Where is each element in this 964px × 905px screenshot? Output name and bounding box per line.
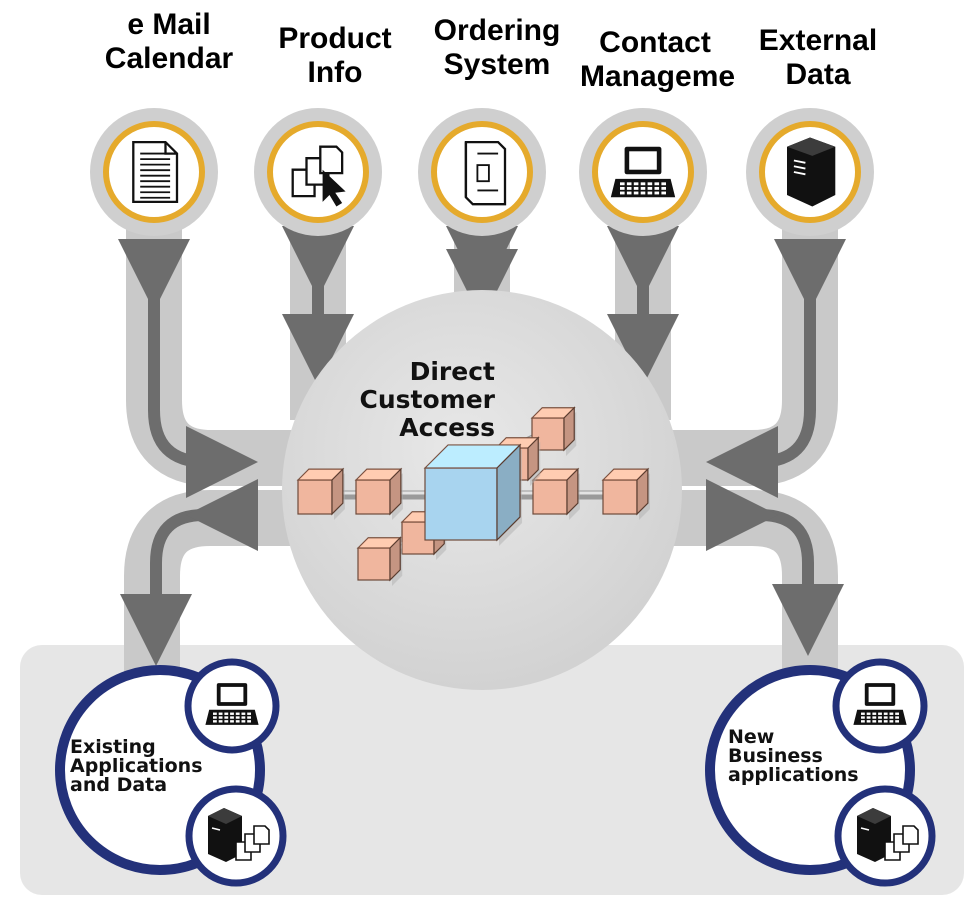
- source-label-line: e Mail: [127, 8, 211, 41]
- group-label-line: Existing: [70, 736, 156, 758]
- arrow-new: [706, 479, 844, 656]
- existing-laptop-badge: [184, 658, 280, 754]
- laptop-icon: [853, 683, 907, 725]
- server-documents-icon: [857, 808, 919, 862]
- connector-email: [126, 210, 300, 486]
- source-node: [90, 108, 218, 236]
- arrow-existing: [120, 479, 258, 666]
- server-icon: [464, 140, 507, 206]
- source-label-line: Ordering: [433, 14, 561, 47]
- source-label-contact: Contact Management: [576, 26, 734, 94]
- group-label-line: and Data: [70, 774, 168, 796]
- network: [296, 406, 650, 586]
- network-node-cube: [531, 467, 580, 520]
- source-label-line: Product: [278, 22, 392, 55]
- network-node-cube: [296, 467, 345, 520]
- documents-cursor-icon: [291, 145, 346, 207]
- hub-title-line: Access: [399, 413, 495, 442]
- arrow-email: [118, 239, 258, 498]
- network-node-cube: [354, 467, 403, 520]
- arrow-external: [706, 239, 846, 498]
- network-node-cube: [601, 467, 650, 520]
- network-node-cube: [356, 536, 403, 586]
- source-node: [579, 108, 707, 236]
- source-label-email: e Mail Calendar: [84, 8, 254, 76]
- source-label-line: Data: [785, 58, 851, 91]
- connector-external: [665, 210, 838, 486]
- source-label-line: Management: [580, 60, 734, 93]
- hub-title: Direct Customer Access: [330, 357, 496, 442]
- server-documents-icon: [208, 808, 270, 862]
- laptop-icon: [610, 146, 676, 198]
- source-node: [418, 108, 546, 236]
- source-label-line: External: [758, 24, 878, 57]
- new-group-label: New Business applications: [728, 728, 859, 785]
- new-laptop-badge: [832, 658, 928, 754]
- group-label-line: Applications: [70, 755, 203, 777]
- network-hub-cube: [423, 443, 523, 546]
- group-label-line: Business: [728, 745, 823, 767]
- black-server-icon: [787, 137, 836, 207]
- group-label-line: New: [728, 726, 775, 748]
- document-icon: [132, 140, 179, 204]
- source-node: [746, 108, 874, 236]
- group-label-line: applications: [728, 764, 859, 786]
- source-label-ordering: Ordering System: [412, 14, 582, 82]
- hub-title-line: Customer: [359, 385, 496, 414]
- source-label-external: External Data: [733, 24, 903, 92]
- source-label-line: Info: [307, 56, 363, 89]
- source-node: [254, 108, 382, 236]
- hub-title-line: Direct: [409, 357, 495, 386]
- arrows: [118, 226, 846, 666]
- existing-group-label: Existing Applications and Data: [70, 738, 203, 795]
- source-label-line: Contact: [599, 26, 711, 59]
- laptop-icon: [205, 683, 259, 725]
- source-label-line: Calendar: [104, 42, 234, 75]
- source-label-product: Product Info: [250, 22, 420, 90]
- source-label-line: System: [443, 48, 551, 81]
